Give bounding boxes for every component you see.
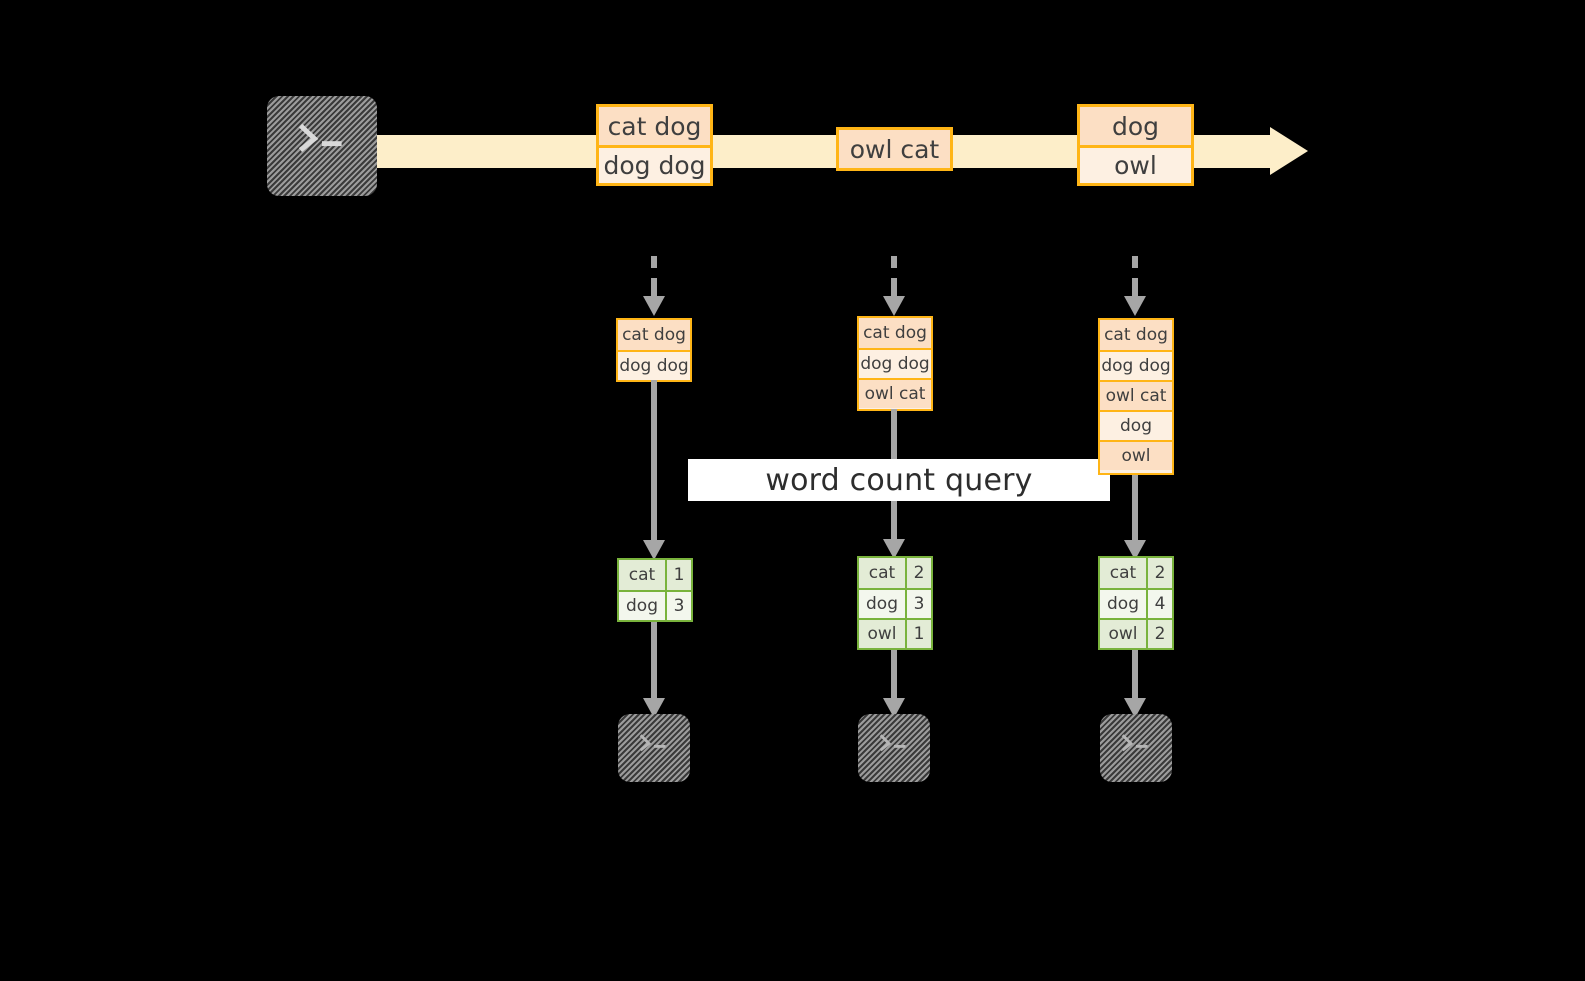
result-count: 2 bbox=[1146, 620, 1172, 648]
result-word: dog bbox=[1100, 590, 1146, 618]
sink-terminal-icon-col1[interactable] bbox=[618, 714, 690, 782]
result-count: 2 bbox=[1146, 558, 1172, 588]
result-word: cat bbox=[859, 558, 905, 588]
stream-to-state-arrow bbox=[883, 256, 905, 316]
state-table-col2[interactable]: cat dog dog dog owl cat bbox=[857, 316, 933, 411]
result-count: 3 bbox=[905, 590, 931, 618]
query-label: word count query bbox=[765, 462, 1033, 498]
result-count: 1 bbox=[905, 620, 931, 648]
stream-event-box[interactable]: owl cat bbox=[836, 127, 953, 171]
stream-event-line: owl cat bbox=[839, 130, 950, 168]
state-row: dog dog bbox=[1100, 350, 1172, 380]
result-table-col3[interactable]: cat 2 dog 4 owl 2 bbox=[1098, 556, 1174, 650]
stream-event-line: owl bbox=[1080, 145, 1191, 183]
table-row: dog 3 bbox=[619, 590, 691, 620]
result-word: cat bbox=[1100, 558, 1146, 588]
state-row: owl bbox=[1100, 440, 1172, 470]
source-terminal-icon[interactable] bbox=[267, 96, 377, 196]
table-row: cat 2 bbox=[859, 558, 931, 588]
stream-event-line: cat dog bbox=[599, 107, 710, 145]
table-row: cat 1 bbox=[619, 560, 691, 590]
stream-event-box[interactable]: dog owl bbox=[1077, 104, 1194, 186]
result-to-sink-arrow-col3 bbox=[1124, 650, 1146, 718]
stream-arrowhead bbox=[1270, 127, 1308, 175]
result-count: 1 bbox=[665, 560, 691, 590]
result-count: 2 bbox=[905, 558, 931, 588]
state-row: cat dog bbox=[618, 320, 690, 350]
table-row: cat 2 bbox=[1100, 558, 1172, 588]
state-to-result-arrow-col3 bbox=[1124, 470, 1146, 560]
state-row: dog bbox=[1100, 410, 1172, 440]
terminal-prompt-glyph bbox=[639, 734, 666, 752]
result-to-sink-arrow-col2 bbox=[883, 650, 905, 718]
state-row: dog dog bbox=[618, 350, 690, 380]
state-row: owl cat bbox=[859, 378, 931, 408]
sink-terminal-icon-col3[interactable] bbox=[1100, 714, 1172, 782]
result-count: 4 bbox=[1146, 590, 1172, 618]
state-table-col3[interactable]: cat dog dog dog owl cat dog owl bbox=[1098, 318, 1174, 475]
table-row: owl 1 bbox=[859, 618, 931, 648]
sink-terminal-icon-col2[interactable] bbox=[858, 714, 930, 782]
result-word: dog bbox=[619, 592, 665, 620]
result-to-sink-arrow-col1 bbox=[643, 622, 665, 718]
result-word: cat bbox=[619, 560, 665, 590]
stream-to-state-arrow bbox=[1124, 256, 1146, 316]
table-row: owl 2 bbox=[1100, 618, 1172, 648]
stream-event-line: dog dog bbox=[599, 145, 710, 183]
result-word: owl bbox=[1100, 620, 1146, 648]
state-row: cat dog bbox=[1100, 320, 1172, 350]
result-word: dog bbox=[859, 590, 905, 618]
table-row: dog 4 bbox=[1100, 588, 1172, 618]
terminal-prompt-glyph bbox=[1121, 734, 1148, 752]
stream-event-line: dog bbox=[1080, 107, 1191, 145]
state-row: cat dog bbox=[859, 318, 931, 348]
state-row: dog dog bbox=[859, 348, 931, 378]
result-word: owl bbox=[859, 620, 905, 648]
table-row: dog 3 bbox=[859, 588, 931, 618]
result-table-col1[interactable]: cat 1 dog 3 bbox=[617, 558, 693, 622]
result-table-col2[interactable]: cat 2 dog 3 owl 1 bbox=[857, 556, 933, 650]
query-label-band: word count query bbox=[688, 459, 1110, 501]
state-row: owl cat bbox=[1100, 380, 1172, 410]
state-to-result-arrow-col1 bbox=[643, 380, 665, 560]
state-table-col1[interactable]: cat dog dog dog bbox=[616, 318, 692, 382]
terminal-prompt-glyph bbox=[879, 734, 906, 752]
stream-event-box[interactable]: cat dog dog dog bbox=[596, 104, 713, 186]
result-count: 3 bbox=[665, 592, 691, 620]
terminal-prompt-glyph bbox=[298, 123, 342, 152]
stream-to-state-arrow bbox=[643, 256, 665, 316]
